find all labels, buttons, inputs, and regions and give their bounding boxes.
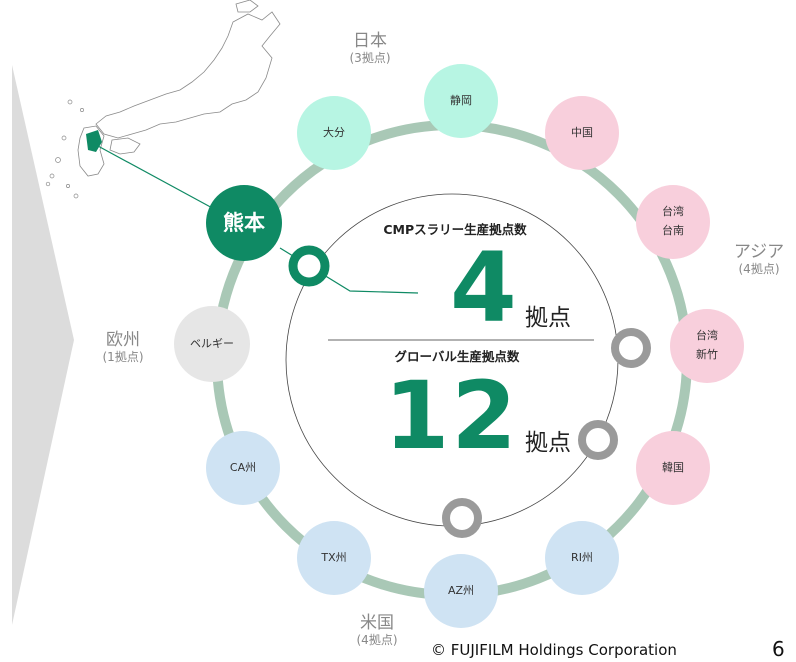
- region-count: (3拠点): [349, 50, 391, 65]
- global-count-number: 12: [384, 362, 519, 471]
- node-label: 新竹: [696, 348, 718, 361]
- node-label: 台湾: [696, 329, 718, 343]
- region-name: 日本: [353, 31, 387, 51]
- gray-ring-marker-2: [578, 420, 618, 460]
- green-ring-marker: [288, 245, 330, 287]
- region-asia: アジア (4拠点): [722, 243, 796, 276]
- region-japan: 日本 (3拠点): [330, 32, 410, 65]
- node-label: TX州: [321, 550, 347, 564]
- node-label: 中国: [571, 125, 593, 139]
- node-label: 韓国: [662, 460, 684, 474]
- cmp-count-unit: 拠点: [525, 305, 571, 331]
- node-tx: TX州: [297, 521, 371, 595]
- node-kumamoto: 熊本: [206, 185, 282, 261]
- gray-ring-marker-1: [611, 328, 651, 368]
- left-chevron-shape: [12, 65, 74, 625]
- region-count: (4拠点): [738, 261, 780, 276]
- node-shizuoka: 静岡: [424, 64, 498, 138]
- japan-islands: [45, 99, 84, 199]
- node-oita: 大分: [297, 96, 371, 170]
- region-name: 欧州: [106, 330, 140, 350]
- japan-map: [77, 0, 281, 177]
- node-china: 中国: [545, 96, 619, 170]
- node-taiwan-hsinchu: 台湾 新竹: [670, 309, 744, 383]
- region-name: アジア: [733, 242, 785, 262]
- region-count: (4拠点): [356, 632, 398, 647]
- global-count-unit: 拠点: [525, 430, 571, 456]
- node-label: 台南: [662, 224, 684, 237]
- region-us: 米国 (4拠点): [340, 614, 414, 647]
- cmp-count-number: 4: [450, 232, 517, 344]
- node-korea: 韓国: [636, 431, 710, 505]
- page-number: 6: [772, 637, 785, 661]
- node-ca: CA州: [206, 431, 280, 505]
- node-label: RI州: [571, 550, 593, 564]
- node-label: CA州: [229, 460, 257, 474]
- cmp-count-label: CMPスラリー生産拠点数: [383, 222, 527, 237]
- map-connector: [97, 145, 217, 211]
- node-az: AZ州: [424, 554, 498, 628]
- node-label: AZ州: [447, 583, 475, 597]
- region-count: (1拠点): [102, 349, 144, 364]
- region-name: 米国: [360, 613, 394, 633]
- node-label: 台湾: [662, 205, 684, 219]
- node-label: ベルギー: [190, 336, 234, 350]
- node-belgium: ベルギー: [174, 306, 250, 382]
- copyright: © FUJIFILM Holdings Corporation: [431, 641, 677, 659]
- node-label: 静岡: [450, 93, 472, 107]
- global-count-label: グローバル生産拠点数: [394, 349, 520, 364]
- node-taiwan-tainan: 台湾 台南: [636, 185, 710, 259]
- node-label: 大分: [323, 125, 345, 139]
- gray-ring-marker-3: [442, 498, 482, 538]
- node-label: 熊本: [223, 210, 265, 235]
- region-europe: 欧州 (1拠点): [86, 331, 160, 364]
- node-ri: RI州: [545, 521, 619, 595]
